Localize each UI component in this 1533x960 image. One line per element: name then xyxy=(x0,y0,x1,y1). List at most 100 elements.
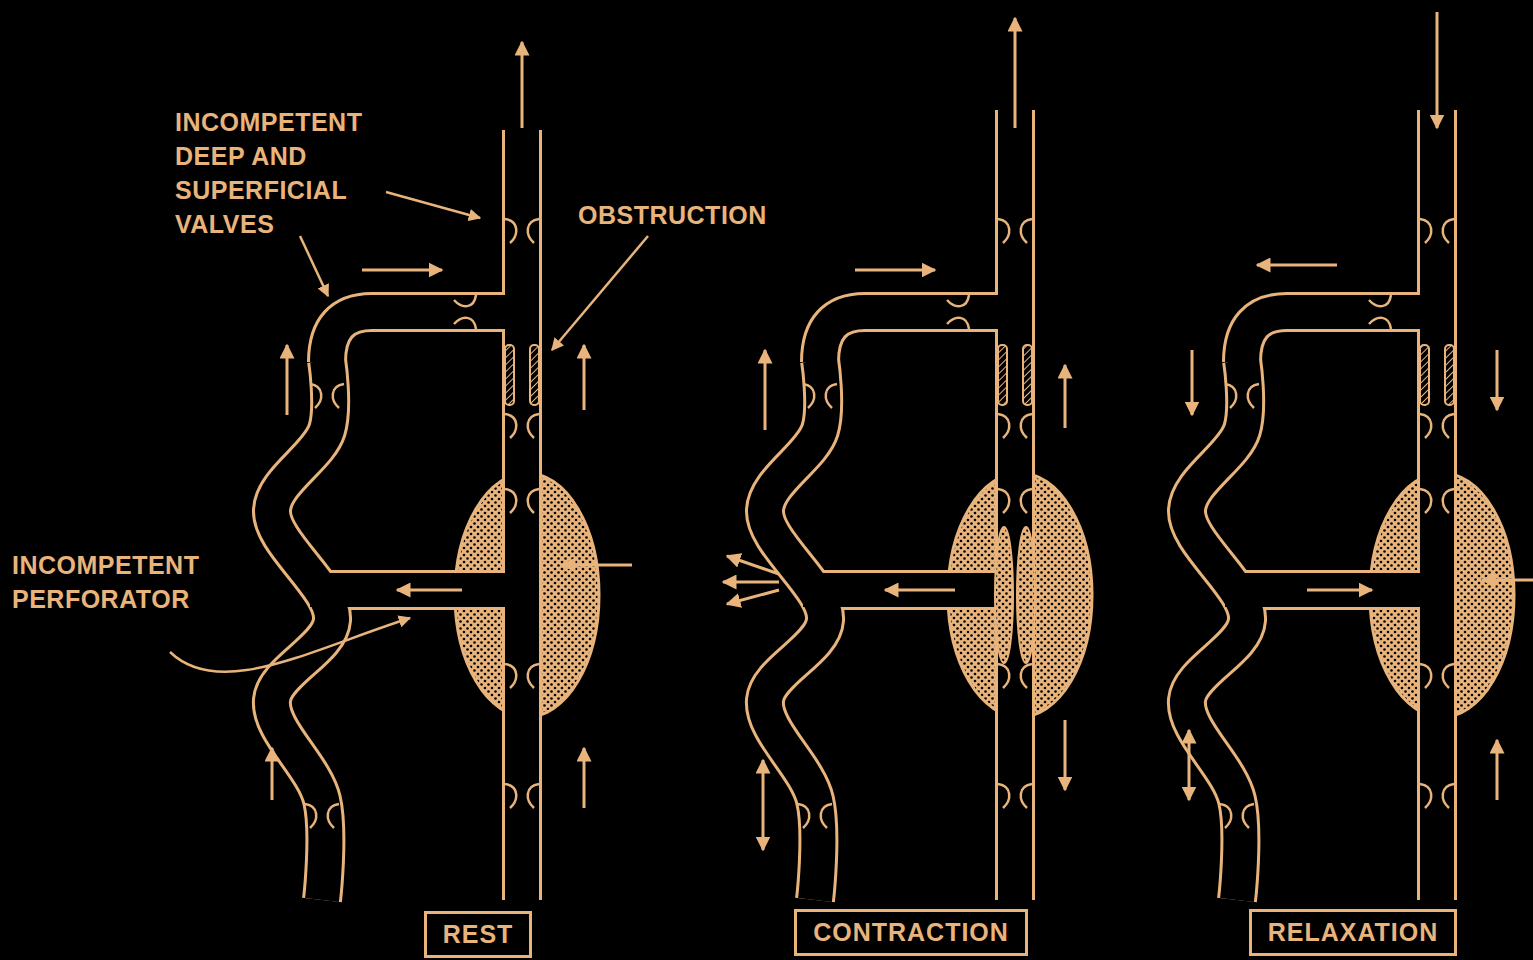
vein-wall xyxy=(820,312,1015,362)
flow-arrow xyxy=(1064,365,1067,428)
flow-arrow xyxy=(1064,720,1067,790)
valve xyxy=(1420,219,1431,243)
flow-arrow xyxy=(562,564,632,567)
flow-arrow xyxy=(362,269,442,272)
valve xyxy=(1420,414,1431,438)
valve xyxy=(1369,318,1391,329)
flow-arrow xyxy=(271,748,274,800)
vein-lumen xyxy=(1242,312,1437,362)
flow-arrow xyxy=(723,581,779,584)
valve xyxy=(826,384,837,408)
obstruction xyxy=(530,345,539,405)
vein-wall xyxy=(803,570,1015,610)
vein-wall xyxy=(1225,570,1437,610)
vein-wall xyxy=(272,360,332,900)
panel-title-box: CONTRACTION xyxy=(794,909,1028,956)
vein-panel xyxy=(723,18,1092,900)
valve xyxy=(947,318,969,329)
obstruction xyxy=(505,345,514,405)
flow-arrow xyxy=(855,269,935,272)
valve xyxy=(998,489,1009,513)
valve xyxy=(803,384,814,408)
flow-arrow xyxy=(521,42,524,128)
vein-lumen xyxy=(1187,360,1247,900)
vein-wall xyxy=(995,110,1035,900)
valve xyxy=(1443,414,1454,438)
vein-lumen xyxy=(765,360,825,900)
flow-arrow xyxy=(727,590,779,604)
leader-line xyxy=(300,236,328,296)
valve xyxy=(1443,784,1454,808)
flow-arrow xyxy=(1188,730,1191,800)
valve xyxy=(1225,384,1236,408)
flow-arrow xyxy=(1014,18,1017,128)
valve xyxy=(1420,784,1431,808)
valve xyxy=(1420,489,1431,513)
flow-arrow xyxy=(286,345,289,415)
valve xyxy=(528,219,539,243)
vein-wall xyxy=(765,360,825,900)
vein-lumen xyxy=(998,110,1032,900)
valve xyxy=(333,384,344,408)
vein-wall xyxy=(1242,312,1437,362)
leader-line xyxy=(386,192,480,218)
valve xyxy=(454,318,476,329)
panel-title: REST xyxy=(443,920,514,948)
flow-arrow xyxy=(885,589,955,592)
panel-title-box: REST xyxy=(424,911,533,958)
valve xyxy=(528,664,539,688)
vein-wall xyxy=(1417,110,1457,900)
valve xyxy=(505,784,516,808)
valve xyxy=(505,664,516,688)
flow-arrow xyxy=(397,589,462,592)
callout-label: INCOMPETENT DEEP AND SUPERFICIAL VALVES xyxy=(175,105,415,241)
obstruction xyxy=(998,345,1007,405)
leader-line xyxy=(552,236,648,350)
vein-lumen xyxy=(803,573,1015,607)
flow-arrow xyxy=(583,345,586,410)
valve xyxy=(528,414,539,438)
valve xyxy=(998,414,1009,438)
valve xyxy=(947,295,969,306)
flow-arrow xyxy=(1482,579,1533,582)
vein-wall xyxy=(310,570,522,610)
valve xyxy=(1021,489,1032,513)
valve xyxy=(505,489,516,513)
vein-lumen xyxy=(327,312,522,362)
panel-title: RELAXATION xyxy=(1268,918,1439,946)
valve xyxy=(505,219,516,243)
valve xyxy=(1021,784,1032,808)
valve xyxy=(505,414,516,438)
obstruction xyxy=(1023,345,1032,405)
valve xyxy=(1443,219,1454,243)
panel-title-box: RELAXATION xyxy=(1249,909,1458,956)
flow-arrow xyxy=(1257,264,1337,267)
flow-arrow xyxy=(1191,350,1194,415)
valve xyxy=(1021,414,1032,438)
valve xyxy=(310,384,321,408)
valve xyxy=(998,219,1009,243)
callout-label: OBSTRUCTION xyxy=(578,198,838,232)
valve xyxy=(798,804,809,828)
obstruction xyxy=(1445,345,1454,405)
callout-label: INCOMPETENT PERFORATOR xyxy=(12,548,262,616)
flow-arrow xyxy=(764,350,767,430)
vein-wall xyxy=(502,130,542,900)
valve xyxy=(1369,295,1391,306)
valve xyxy=(998,784,1009,808)
valve xyxy=(1248,384,1259,408)
valve xyxy=(454,295,476,306)
flow-arrow xyxy=(762,760,765,850)
vein-wall xyxy=(327,312,522,362)
flow-arrow xyxy=(583,748,586,808)
valve xyxy=(1220,804,1231,828)
valve xyxy=(305,804,316,828)
valve xyxy=(1420,664,1431,688)
flow-arrow xyxy=(1307,589,1372,592)
valve xyxy=(998,664,1009,688)
panel-title: CONTRACTION xyxy=(813,918,1009,946)
valve xyxy=(1021,219,1032,243)
valve xyxy=(528,784,539,808)
vein-panel xyxy=(272,42,632,900)
valve xyxy=(528,489,539,513)
